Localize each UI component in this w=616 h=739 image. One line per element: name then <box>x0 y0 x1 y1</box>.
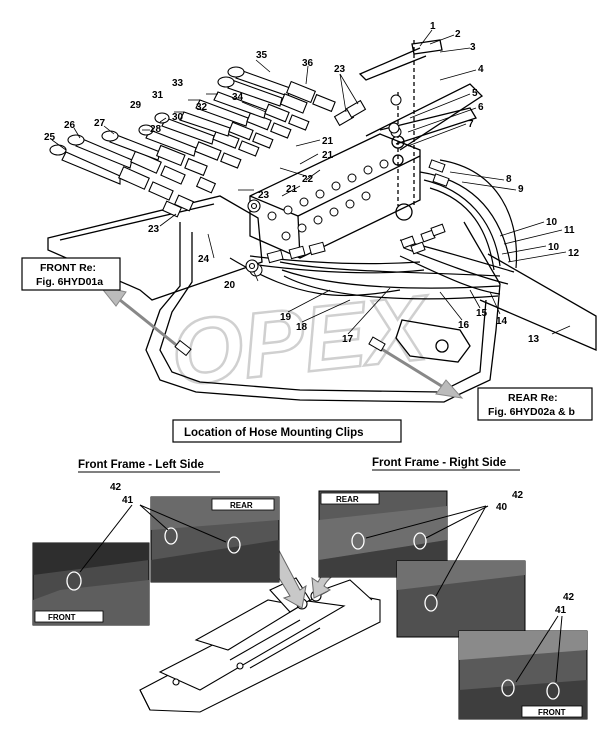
photo-leader-lines <box>79 504 563 683</box>
callout-25: 25 <box>44 132 56 143</box>
callout-18: 18 <box>296 322 308 333</box>
callout-22: 22 <box>302 174 314 185</box>
photo-left-front: FRONT <box>32 542 150 626</box>
callout-21a: 21 <box>322 136 334 147</box>
callout-17: 17 <box>342 334 354 345</box>
callout-11: 11 <box>564 225 575 236</box>
callout-42a: 42 <box>110 482 122 493</box>
callout-23c: 23 <box>148 224 160 235</box>
photo-right-front: FRONT <box>458 630 588 720</box>
callout-26: 26 <box>64 120 76 131</box>
callout-33: 33 <box>172 78 184 89</box>
callout-41a: 41 <box>122 495 134 506</box>
callout-21c: 21 <box>286 184 298 195</box>
section-title-box: Location of Hose Mounting Clips <box>172 419 402 443</box>
callout-32: 32 <box>196 102 208 113</box>
callout-31: 31 <box>152 90 164 101</box>
callout-10b: 10 <box>548 242 560 253</box>
callout-numbers: 1 2 3 4 5 6 7 8 9 10 11 10 12 13 14 15 1… <box>44 21 580 345</box>
callout-30: 30 <box>172 112 184 123</box>
callout-19: 19 <box>280 312 292 323</box>
callout-42b: 42 <box>512 490 524 501</box>
callout-10a: 10 <box>546 217 558 228</box>
callout-42c: 42 <box>563 592 575 603</box>
section-title: Location of Hose Mounting Clips <box>184 427 364 439</box>
left-side-title: Front Frame - Left Side <box>78 459 204 471</box>
callout-20: 20 <box>224 280 236 291</box>
photo-right-middle <box>396 560 526 638</box>
callout-2: 2 <box>455 29 461 40</box>
callout-1: 1 <box>430 21 436 32</box>
photo-tag-rear-2: REAR <box>336 495 359 504</box>
photo-callouts: 42 41 42 40 42 41 <box>110 482 575 616</box>
callout-4: 4 <box>478 64 484 75</box>
callout-24: 24 <box>198 254 210 265</box>
rear-ref-line2: Fig. 6HYD02a & b <box>488 406 575 418</box>
photo-tag-front-1: FRONT <box>48 613 76 622</box>
exploded-hoses <box>49 66 400 273</box>
photo-tag-front-2: FRONT <box>538 708 566 717</box>
callout-14: 14 <box>496 316 508 327</box>
callout-13: 13 <box>528 334 540 345</box>
callout-23a: 23 <box>334 64 346 75</box>
rear-ref-line1: REAR Re: <box>508 392 558 404</box>
callout-28: 28 <box>150 124 162 135</box>
callout-3: 3 <box>470 42 476 53</box>
photo-left-rear: REAR <box>150 496 280 583</box>
front-ref-line1: FRONT Re: <box>40 262 96 274</box>
front-ref-line2: Fig. 6HYD01a <box>36 276 103 288</box>
callout-23b: 23 <box>258 190 270 201</box>
callout-35: 35 <box>256 50 268 61</box>
front-frame-sketch <box>139 577 381 713</box>
callout-34: 34 <box>232 92 244 103</box>
callout-41c: 41 <box>555 605 567 616</box>
photo-tag-rear-1: REAR <box>230 501 253 510</box>
leader-lines <box>51 29 571 335</box>
callout-12: 12 <box>568 248 580 259</box>
callout-21b: 21 <box>322 150 334 161</box>
callout-8: 8 <box>506 174 512 185</box>
callout-5: 5 <box>472 88 478 99</box>
rear-reference-box: REAR Re: Fig. 6HYD02a & b <box>477 387 593 421</box>
callout-16: 16 <box>458 320 470 331</box>
direction-arrows <box>98 285 464 399</box>
callout-29: 29 <box>130 100 142 111</box>
callout-15: 15 <box>476 308 488 319</box>
callout-40: 40 <box>496 502 508 513</box>
callout-7: 7 <box>468 119 474 130</box>
hose-bundle <box>229 159 518 300</box>
callout-9: 9 <box>518 184 524 195</box>
callout-36: 36 <box>302 58 314 69</box>
watermark: OPEX <box>167 277 437 406</box>
callout-6: 6 <box>478 102 484 113</box>
right-side-title: Front Frame - Right Side <box>372 457 506 469</box>
callout-27: 27 <box>94 118 106 129</box>
frame-outline <box>47 39 597 403</box>
manifold-ports <box>267 159 389 241</box>
front-reference-box: FRONT Re: Fig. 6HYD01a <box>21 257 121 291</box>
